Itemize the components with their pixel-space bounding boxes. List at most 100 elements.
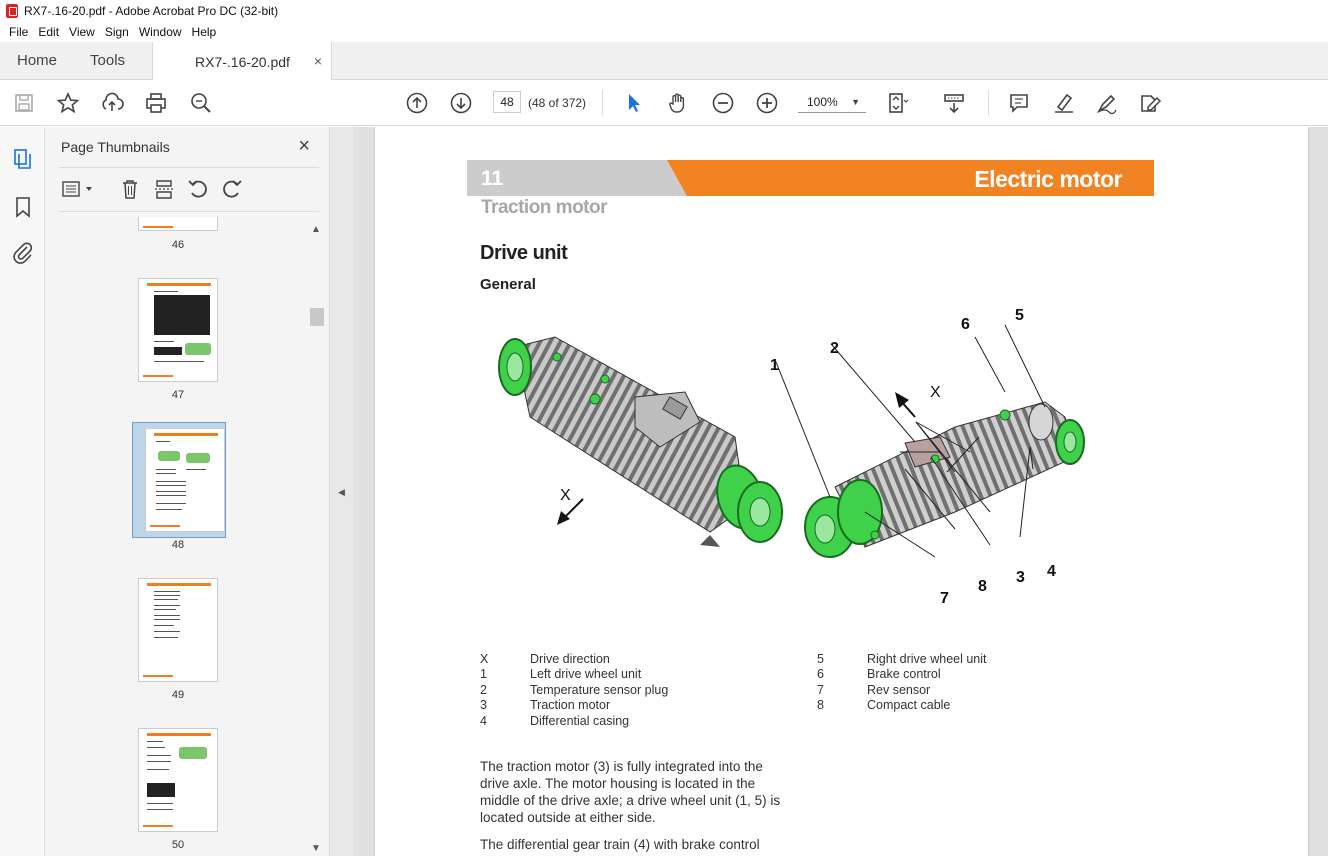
callout-x-left: X bbox=[560, 487, 571, 504]
scroll-mode-icon[interactable] bbox=[942, 91, 966, 115]
page-thumbnail-46[interactable] bbox=[138, 217, 218, 231]
menu-help[interactable]: Help bbox=[191, 25, 217, 39]
page-thumbnail-48[interactable] bbox=[145, 428, 225, 532]
thumb-line bbox=[186, 469, 206, 470]
document-view[interactable]: 11 Electric motor Traction motor Drive u… bbox=[353, 127, 1328, 856]
scrollbar-thumb[interactable] bbox=[310, 308, 324, 326]
callout-leaders bbox=[775, 324, 1046, 558]
highlight-icon[interactable] bbox=[1052, 91, 1076, 115]
chapter-band-grey bbox=[467, 160, 702, 196]
thumb-line bbox=[154, 637, 178, 638]
menu-view[interactable]: View bbox=[69, 25, 95, 39]
pages-icon[interactable] bbox=[11, 147, 35, 171]
thumbnail-scrollbar[interactable]: ▲ ▼ bbox=[308, 222, 324, 856]
drive-unit-illustration bbox=[498, 324, 1085, 558]
extract-page-icon[interactable] bbox=[153, 178, 175, 200]
thumb-line bbox=[156, 495, 186, 496]
menu-edit[interactable]: Edit bbox=[38, 25, 60, 39]
rotate-left-icon[interactable] bbox=[187, 178, 209, 200]
zoom-value: 100% bbox=[807, 95, 838, 109]
menu-window[interactable]: Window bbox=[138, 25, 182, 39]
zoom-select[interactable]: 100% ▼ bbox=[798, 91, 866, 113]
body-paragraph: The differential gear train (4) with bra… bbox=[480, 837, 760, 852]
zoom-out-icon[interactable] bbox=[711, 91, 735, 115]
page-thumbnail-49[interactable] bbox=[138, 578, 218, 682]
left-drive-unit bbox=[498, 336, 783, 547]
thumb-header bbox=[147, 583, 211, 586]
page-number-input[interactable]: 48 bbox=[493, 91, 521, 113]
callout-7: 7 bbox=[940, 590, 949, 607]
menu-bar: File Edit View Sign Window Help bbox=[0, 22, 1328, 42]
thumb-line bbox=[154, 341, 174, 342]
thumb-footer bbox=[150, 525, 180, 527]
close-icon[interactable]: × bbox=[298, 135, 310, 157]
thumb-line bbox=[147, 741, 163, 742]
thumb-line bbox=[154, 619, 180, 620]
main-toolbar bbox=[0, 80, 1328, 126]
sign-icon[interactable] bbox=[1095, 91, 1119, 115]
drive-unit-figure: 1 2 3 4 5 6 7 8 X X bbox=[485, 307, 1125, 627]
select-cursor-icon[interactable] bbox=[622, 91, 646, 115]
save-icon[interactable] bbox=[12, 91, 36, 115]
section-title: Traction motor bbox=[481, 197, 608, 218]
tab-document[interactable]: RX7-.16-20.pdf × bbox=[152, 42, 332, 81]
thumb-image bbox=[185, 343, 211, 355]
page-count: (48 of 372) bbox=[528, 96, 587, 110]
page-down-icon[interactable] bbox=[449, 91, 473, 115]
menu-sign[interactable]: Sign bbox=[104, 25, 129, 39]
tab-tools[interactable]: Tools bbox=[90, 52, 126, 69]
callout-2: 2 bbox=[830, 340, 839, 357]
hand-icon[interactable] bbox=[666, 91, 690, 115]
scroll-down-icon[interactable]: ▼ bbox=[311, 843, 321, 854]
thumbnail-label: 49 bbox=[171, 689, 185, 701]
star-icon[interactable] bbox=[56, 91, 80, 115]
thumbnail-label: 47 bbox=[171, 389, 185, 401]
callout-8: 8 bbox=[978, 578, 987, 595]
zoom-in-icon[interactable] bbox=[755, 91, 779, 115]
thumb-footer bbox=[143, 226, 173, 228]
page-up-icon[interactable] bbox=[405, 91, 429, 115]
panel-splitter[interactable]: ◀ bbox=[329, 127, 353, 856]
chapter-title: Electric motor bbox=[974, 166, 1122, 192]
thumb-line bbox=[147, 755, 171, 756]
thumbnail-panel-title: Page Thumbnails bbox=[61, 139, 170, 155]
delete-icon[interactable] bbox=[119, 178, 141, 200]
scroll-up-icon[interactable]: ▲ bbox=[311, 224, 321, 235]
thumb-line bbox=[154, 595, 180, 596]
thumbnail-options-icon[interactable] bbox=[61, 178, 95, 200]
chevron-down-icon: ▼ bbox=[851, 97, 860, 107]
thumb-line bbox=[154, 615, 180, 616]
callout-4: 4 bbox=[1047, 563, 1056, 580]
tab-close-icon[interactable]: × bbox=[313, 53, 322, 69]
callout-1: 1 bbox=[770, 357, 779, 374]
thumb-line bbox=[154, 591, 180, 592]
callout-x-right: X bbox=[930, 384, 941, 401]
acrobat-pdf-icon bbox=[6, 4, 18, 18]
menu-file[interactable]: File bbox=[9, 25, 29, 39]
print-icon[interactable] bbox=[144, 91, 168, 115]
thumb-line bbox=[147, 761, 171, 762]
page-thumbnail-50[interactable] bbox=[138, 728, 218, 832]
page-thumbnail-47[interactable] bbox=[138, 278, 218, 382]
thumb-line bbox=[156, 509, 182, 510]
chapter-number: 11 bbox=[481, 167, 504, 190]
page-heading: Drive unit bbox=[480, 242, 568, 264]
attachment-icon[interactable] bbox=[11, 240, 35, 264]
thumb-line bbox=[154, 631, 180, 632]
thumb-table bbox=[147, 783, 175, 797]
page-fit-icon[interactable] bbox=[885, 91, 909, 115]
callout-5: 5 bbox=[1015, 307, 1024, 324]
thumb-footer bbox=[143, 825, 173, 827]
thumb-line bbox=[147, 769, 169, 770]
tab-home[interactable]: Home bbox=[17, 52, 58, 69]
zoom-search-icon[interactable] bbox=[189, 91, 213, 115]
collapse-panel-icon[interactable]: ◀ bbox=[338, 487, 345, 497]
fill-sign-icon[interactable] bbox=[1138, 91, 1162, 115]
upload-icon[interactable] bbox=[100, 91, 124, 115]
rotate-right-icon[interactable] bbox=[221, 178, 243, 200]
comment-icon[interactable] bbox=[1007, 91, 1031, 115]
bookmark-icon[interactable] bbox=[11, 195, 35, 219]
